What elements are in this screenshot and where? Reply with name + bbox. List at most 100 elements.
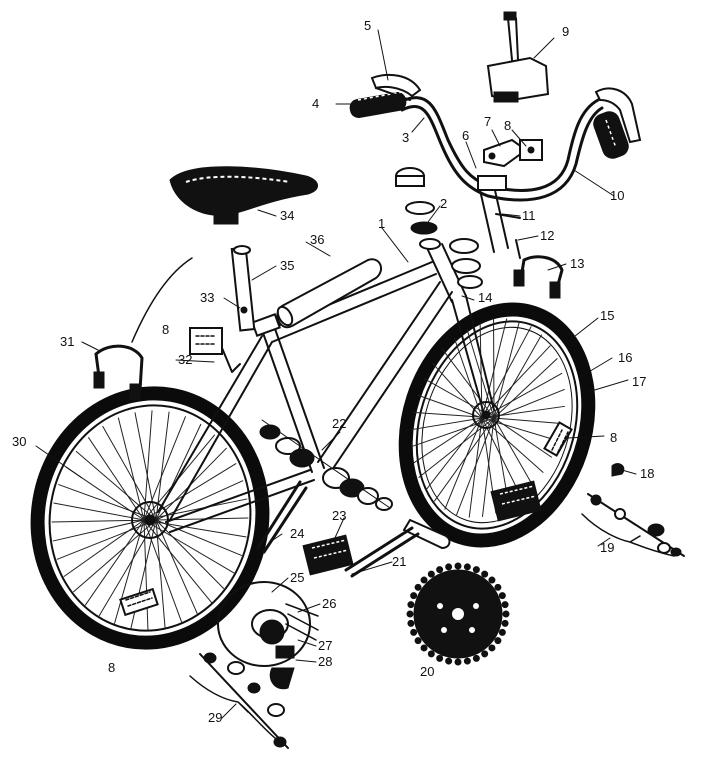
callout-34: 34: [280, 208, 294, 223]
rear-wheel: [30, 386, 270, 650]
callout-17: 17: [632, 374, 646, 389]
chainring-tooth: [414, 637, 422, 645]
spoke: [493, 334, 543, 419]
callout-labels: 1 2 3 4 5 6 7 8 8 8 8 9 10 11 12 13 14 1…: [12, 18, 654, 725]
headlight: [486, 11, 550, 103]
callout-23: 23: [332, 508, 346, 523]
callout-36: 36: [310, 232, 324, 247]
callout-8b: 8: [162, 322, 169, 337]
saddle: [169, 166, 318, 225]
chainring-tooth: [407, 601, 415, 609]
chainring-tooth: [406, 610, 414, 618]
callout-18: 18: [640, 466, 654, 481]
chainring-tooth: [436, 566, 444, 574]
chainring-tooth: [427, 650, 435, 658]
top-tube-pad: [276, 258, 383, 329]
right-grip: [593, 111, 629, 159]
bottom-bracket-parts: [259, 419, 393, 511]
spoke: [113, 519, 145, 624]
spoke: [493, 417, 534, 487]
spoke: [73, 519, 157, 593]
callout-15: 15: [600, 308, 614, 323]
callout-27: 27: [318, 638, 332, 653]
callout-13: 13: [570, 256, 584, 271]
spoke: [425, 417, 483, 491]
callout-8d: 8: [108, 660, 115, 675]
callout-4: 4: [312, 96, 319, 111]
chainring-tooth: [420, 576, 428, 584]
spoke: [442, 349, 495, 419]
callout-10: 10: [610, 188, 624, 203]
leader-lines: [35, 29, 637, 719]
spoke: [493, 388, 565, 419]
spoke: [493, 320, 521, 419]
spoke: [51, 519, 157, 523]
left-grip: [349, 91, 407, 118]
spoke: [481, 417, 495, 518]
callout-3: 3: [402, 130, 409, 145]
callout-2: 2: [440, 196, 447, 211]
spoke: [155, 519, 225, 590]
spoke: [417, 394, 483, 419]
front-axle-hardware: [581, 463, 685, 557]
callout-7: 7: [484, 114, 491, 129]
spoke: [155, 519, 198, 615]
callout-35: 35: [280, 258, 294, 273]
chainring-tooth: [494, 637, 502, 645]
crank-arm: [344, 518, 451, 578]
callout-25: 25: [290, 570, 304, 585]
spoke: [481, 372, 563, 419]
chainring-tooth: [488, 644, 496, 652]
chainring-tooth: [498, 592, 506, 600]
spoke: [155, 519, 242, 557]
spoke: [98, 519, 157, 617]
spoke: [456, 417, 495, 516]
front-reflector-bracket: [483, 138, 543, 168]
spoke: [411, 417, 495, 448]
chainring-tooth: [481, 650, 489, 658]
callout-31: 31: [60, 334, 74, 349]
chainring-tooth: [501, 601, 509, 609]
callout-6: 6: [462, 128, 469, 143]
chainring-tooth: [463, 563, 471, 571]
chainring-tooth: [410, 592, 418, 600]
callout-11: 11: [522, 208, 536, 223]
chainring-tooth: [481, 570, 489, 578]
callout-5: 5: [364, 18, 371, 33]
callout-9: 9: [562, 24, 569, 39]
callout-8c: 8: [610, 430, 617, 445]
chainring-tooth: [488, 576, 496, 584]
chainring-tooth: [501, 619, 509, 627]
headset-parts: [395, 167, 483, 289]
spoke: [87, 437, 145, 521]
callout-8a: 8: [504, 118, 511, 133]
spoke: [444, 417, 483, 510]
bicycle-frame: [157, 243, 495, 533]
chainring-tooth: [445, 563, 453, 571]
callout-33: 33: [200, 290, 214, 305]
spoke: [468, 417, 483, 518]
spoke: [53, 502, 145, 521]
right-pedal: [490, 480, 542, 522]
spoke: [143, 519, 247, 538]
spoke: [143, 498, 248, 521]
callout-19: 19: [600, 540, 614, 555]
callout-24: 24: [290, 526, 304, 541]
chainring-tooth: [414, 583, 422, 591]
chainring-tooth: [472, 654, 480, 662]
spoke: [75, 450, 157, 521]
spoke: [155, 480, 244, 521]
callout-14: 14: [478, 290, 492, 305]
spoke: [413, 417, 483, 464]
chainring-tooth: [410, 628, 418, 636]
callout-30: 30: [12, 434, 26, 449]
left-pedal: [302, 534, 354, 576]
front-wheel: [398, 302, 596, 548]
chainring-tooth: [420, 644, 428, 652]
rear-axle-hardware: [189, 652, 289, 749]
callout-28: 28: [318, 654, 332, 669]
rear-caliper-brake: [93, 257, 193, 401]
spoke: [102, 425, 157, 521]
spoke: [143, 519, 213, 603]
